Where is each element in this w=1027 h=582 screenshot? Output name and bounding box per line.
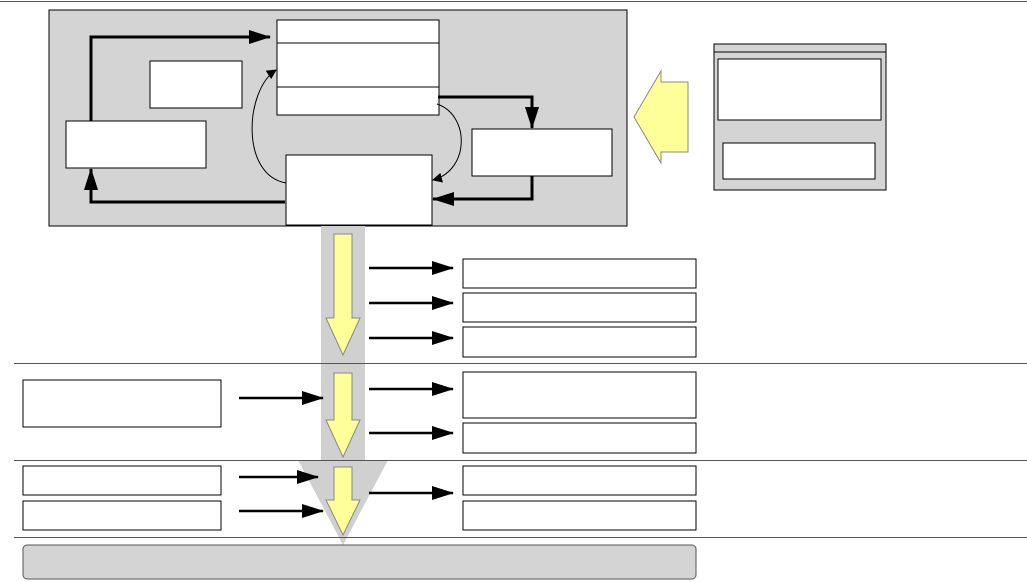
connector-top-to-right	[438, 95, 539, 129]
stage2-outputs	[462, 371, 697, 454]
flow-arrow-down-3	[325, 466, 361, 537]
side-panel	[713, 43, 887, 191]
cycle-curves	[251, 69, 462, 184]
stage1-output-box	[462, 258, 697, 289]
cycle-box-left-small	[149, 60, 243, 109]
stage3-output-box	[462, 465, 697, 496]
input-arrow-left	[633, 69, 689, 165]
stage2-input	[22, 379, 222, 428]
stage1-output-box	[462, 292, 697, 323]
stage3-output	[462, 465, 697, 531]
stage3-input-box	[22, 465, 222, 496]
curve-top-to-bottom	[432, 103, 462, 183]
cycle-box-top-center	[276, 19, 440, 116]
cycle-box-left	[65, 120, 207, 169]
stage2-input-box	[22, 379, 222, 428]
cycle-connectors	[84, 30, 539, 206]
stage2-output-box	[462, 371, 697, 419]
cycle-box-bottom-center	[285, 154, 433, 226]
stage1-outputs	[462, 258, 697, 358]
connector-left-to-top	[89, 30, 271, 121]
stage3-inputs	[22, 465, 222, 531]
stage1-output-box	[462, 326, 697, 358]
stage2-output-box	[462, 422, 697, 454]
flow-arrows	[239, 261, 454, 518]
stage3-input-box	[22, 500, 222, 531]
curve-bottom-to-top	[251, 69, 287, 184]
flow-arrow-down-1	[325, 233, 361, 357]
stage3-output-box	[462, 500, 697, 531]
footer-bar	[22, 544, 697, 580]
connector-right-to-bottom	[432, 176, 534, 206]
side-panel-upper-box	[717, 58, 882, 121]
connector-bottom-to-left	[84, 168, 285, 204]
cycle-box-right	[471, 128, 613, 177]
side-panel-lower-box	[722, 142, 876, 180]
flow-arrow-down-2	[325, 372, 361, 459]
